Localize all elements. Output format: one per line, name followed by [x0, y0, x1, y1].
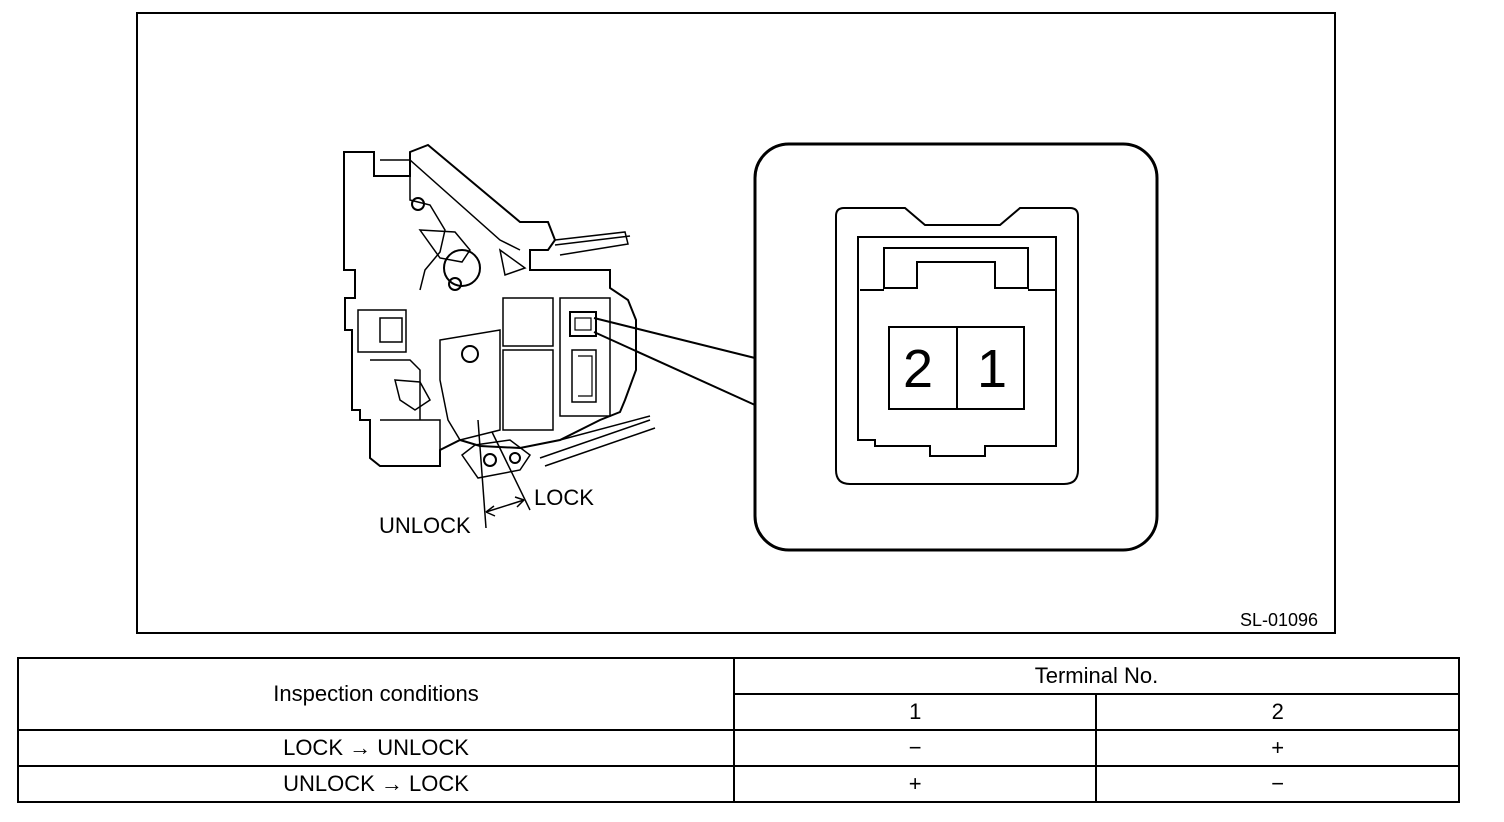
- unlock-label: UNLOCK: [379, 513, 471, 538]
- header-inspection-conditions: Inspection conditions: [17, 657, 735, 731]
- door-lock-actuator-illustration: [343, 142, 1159, 552]
- lever-travel-marker: [477, 419, 531, 529]
- table-header-row: Inspection conditions Terminal No.: [17, 657, 1461, 731]
- terminal-1-cell: −: [732, 729, 1098, 767]
- terminal-2-cell: +: [1095, 729, 1460, 767]
- header-terminal-1: 1: [732, 693, 1098, 731]
- table-row: LOCK → UNLOCK − +: [17, 729, 1460, 767]
- figure-id: SL-01096: [1240, 610, 1319, 630]
- table-subheader-row: 1 2: [18, 693, 1460, 731]
- header-terminal-2: 2: [1095, 693, 1460, 731]
- connector-callout: [753, 142, 1159, 552]
- table-row: UNLOCK → LOCK + −: [17, 765, 1460, 803]
- actuator-body: [343, 143, 656, 479]
- condition-cell: LOCK → UNLOCK: [17, 729, 735, 767]
- header-terminal-no: Terminal No.: [732, 657, 1461, 695]
- condition-cell: UNLOCK → LOCK: [17, 765, 735, 803]
- terminal-2-label: 2: [903, 339, 934, 399]
- terminal-1-label: 1: [977, 339, 1008, 399]
- lock-label: LOCK: [534, 485, 594, 510]
- connector-leader-lines: [593, 317, 756, 406]
- terminal-1-cell: +: [732, 765, 1098, 803]
- inspection-table: Inspection conditions Terminal No. 1 2 L…: [17, 657, 1461, 803]
- figure-frame: [136, 12, 1336, 634]
- terminal-2-cell: −: [1095, 765, 1460, 803]
